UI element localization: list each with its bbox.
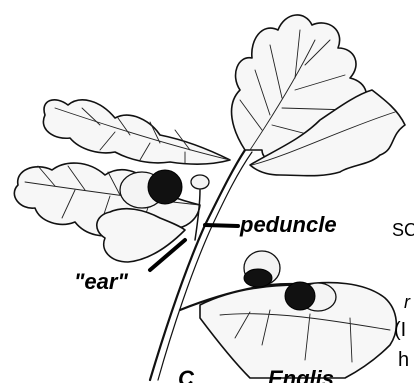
- label-ear: "ear": [74, 269, 128, 294]
- leaf-upper-left: [43, 100, 230, 164]
- fragment-right-top: SC: [392, 220, 414, 240]
- label-peduncle: peduncle: [239, 212, 337, 237]
- peduncle-pointer: [205, 225, 238, 226]
- acorn-lower-right-nut: [285, 282, 315, 310]
- fragment-right-mid: r: [404, 292, 411, 312]
- label-bottom-right: Englis: [268, 366, 334, 383]
- acorn-small-cap: [191, 175, 209, 189]
- acorn-left-nut: [148, 170, 182, 204]
- acorn-upper-right-nut: [244, 269, 272, 287]
- fragment-right-paren: (I: [394, 319, 406, 341]
- label-bottom-left: C: [178, 366, 195, 383]
- fragment-right-bottom: h: [398, 349, 409, 371]
